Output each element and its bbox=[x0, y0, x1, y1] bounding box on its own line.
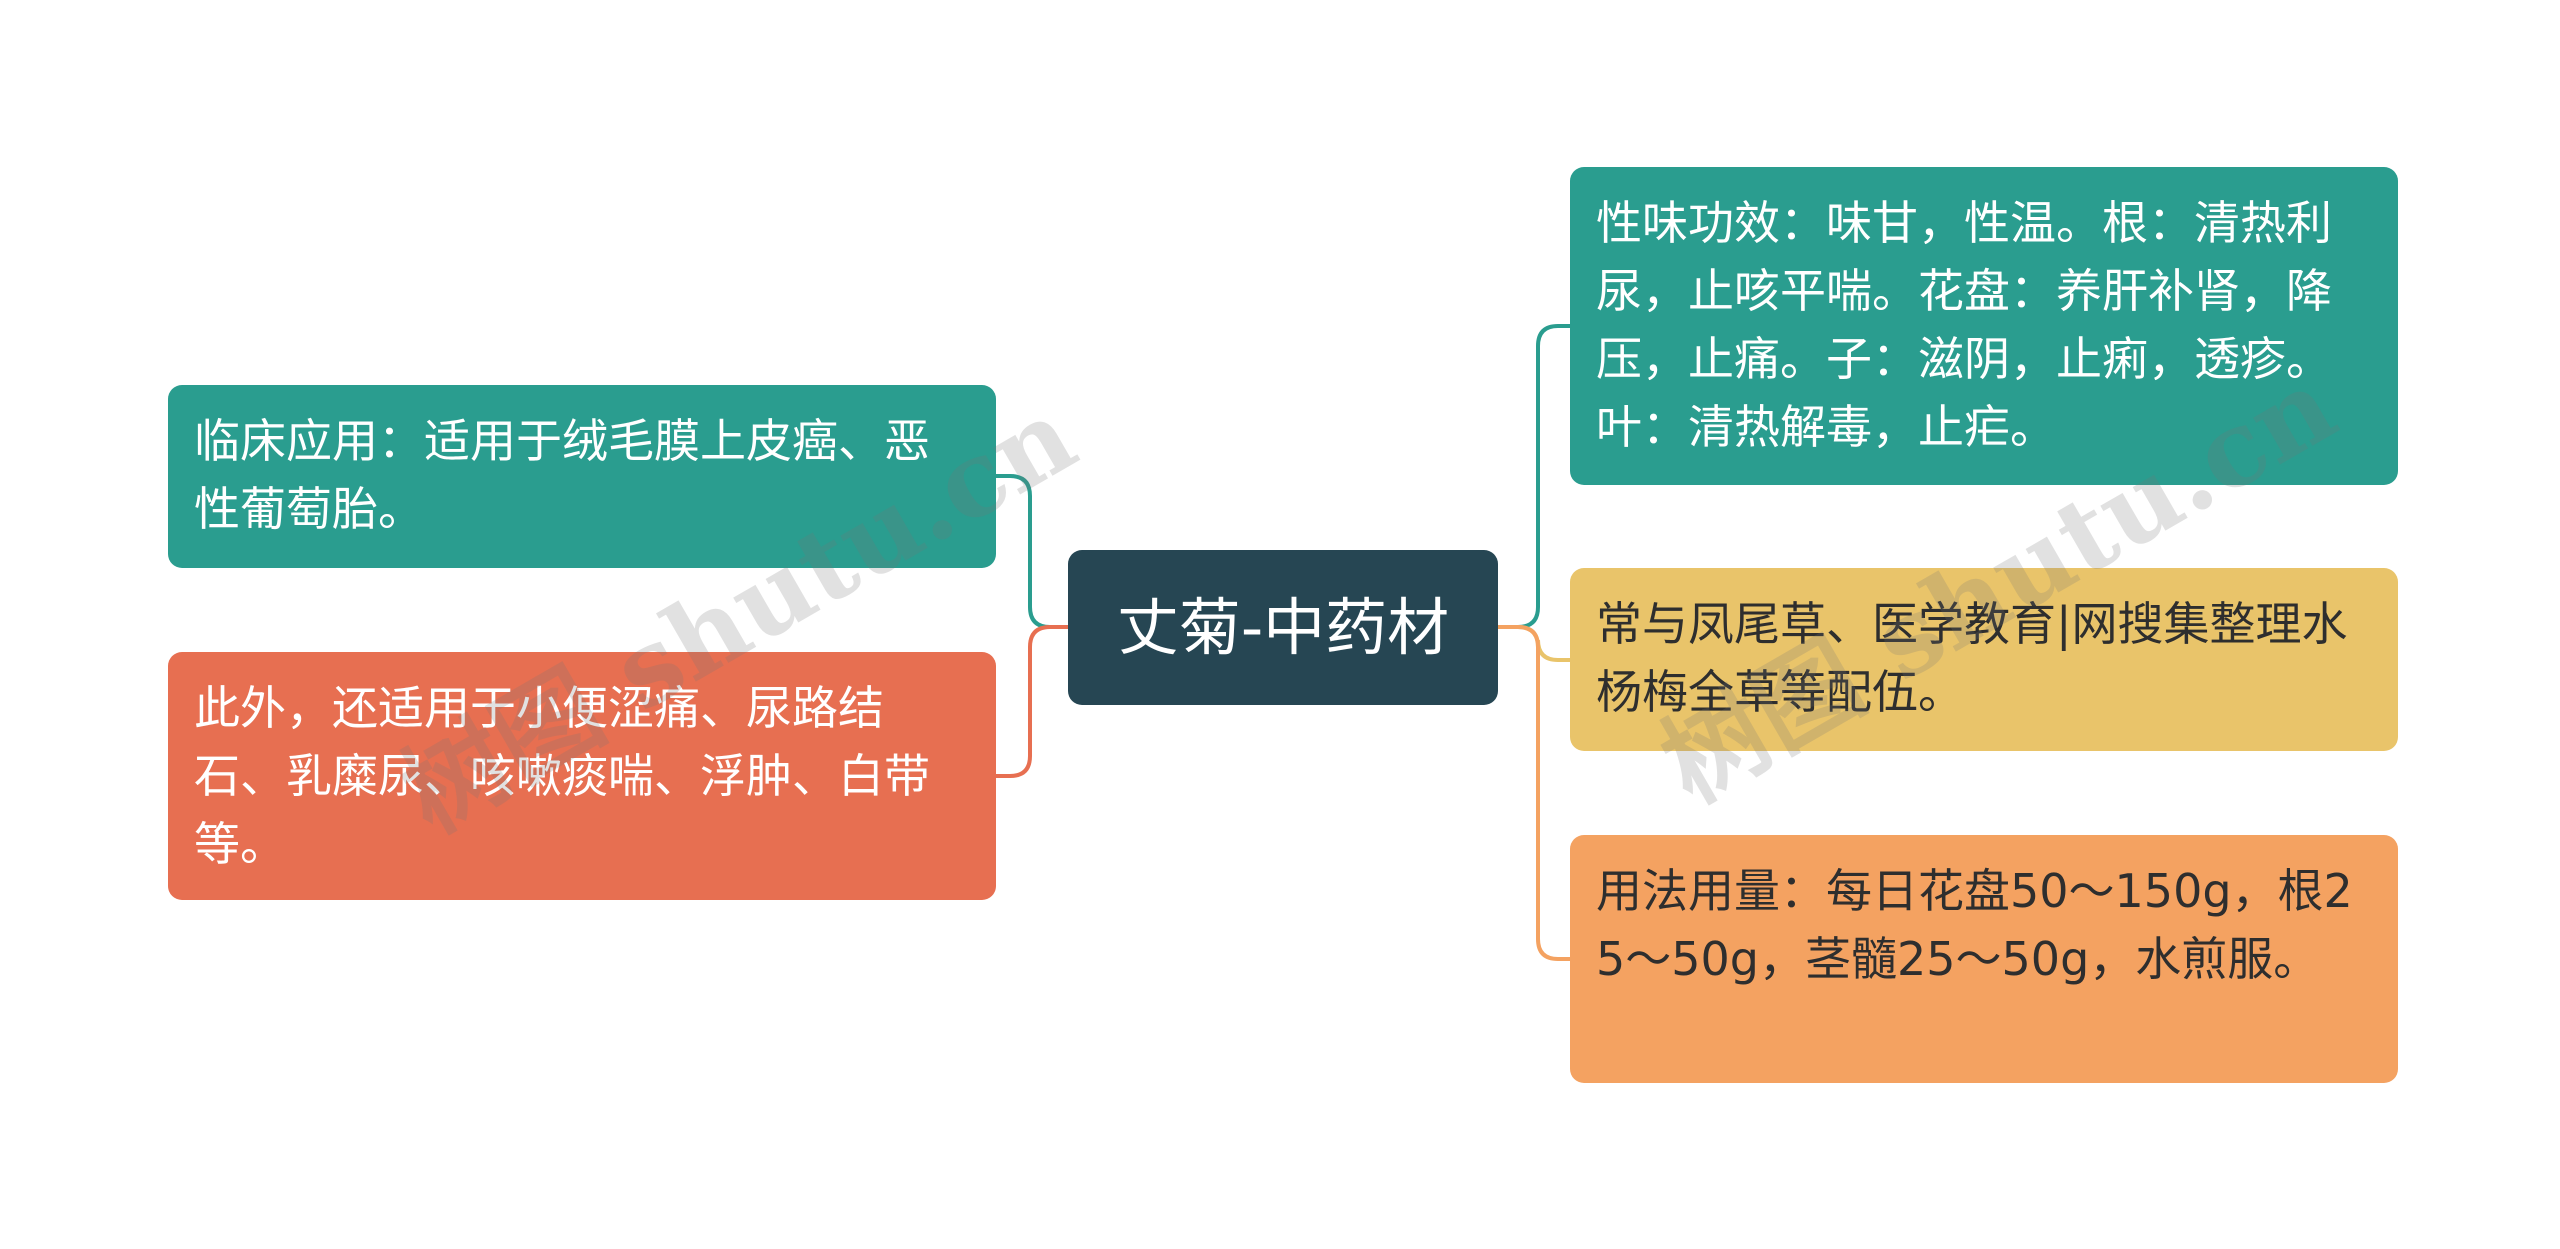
clinical-use-node[interactable]: 临床应用：适用于绒毛膜上皮癌、恶性葡萄胎。 bbox=[168, 385, 996, 568]
other-uses-node[interactable]: 此外，还适用于小便涩痛、尿路结石、乳糜尿、咳嗽痰喘、浮肿、白带等。 bbox=[168, 652, 996, 900]
central-topic-label: 丈菊-中药材 bbox=[1116, 590, 1450, 664]
property-effect-text: 性味功效：味甘，性温。根：清热利尿，止咳平喘。花盘：养肝补肾，降压，止痛。子：滋… bbox=[1596, 196, 2332, 454]
property-effect-node[interactable]: 性味功效：味甘，性温。根：清热利尿，止咳平喘。花盘：养肝补肾，降压，止痛。子：滋… bbox=[1570, 167, 2398, 485]
combination-text: 常与凤尾草、医学教育|网搜集整理水杨梅全草等配伍。 bbox=[1596, 597, 2348, 719]
dosage-text: 用法用量：每日花盘50～150g，根25～50g，茎髓25～50g，水煎服。 bbox=[1596, 864, 2353, 986]
central-topic-node[interactable]: 丈菊-中药材 bbox=[1068, 550, 1498, 705]
other-uses-text: 此外，还适用于小便涩痛、尿路结石、乳糜尿、咳嗽痰喘、浮肿、白带等。 bbox=[194, 681, 930, 871]
clinical-use-text: 临床应用：适用于绒毛膜上皮癌、恶性葡萄胎。 bbox=[194, 414, 930, 536]
connector-left-other bbox=[996, 625, 1068, 778]
connector-left-clinical bbox=[996, 474, 1068, 629]
combination-node[interactable]: 常与凤尾草、医学教育|网搜集整理水杨梅全草等配伍。 bbox=[1570, 568, 2398, 751]
connector-right-property bbox=[1498, 324, 1570, 629]
connector-right-dosage bbox=[1498, 625, 1570, 961]
dosage-node[interactable]: 用法用量：每日花盘50～150g，根25～50g，茎髓25～50g，水煎服。 bbox=[1570, 835, 2398, 1083]
